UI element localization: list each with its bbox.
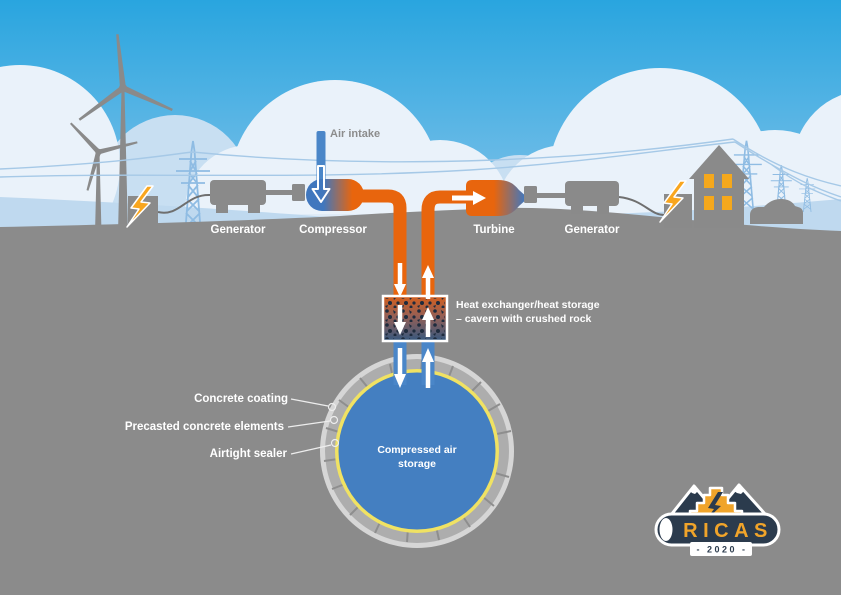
snow-cap-right (734, 485, 744, 494)
flow-arrows (394, 263, 434, 388)
generator-right (524, 181, 619, 214)
logo-lightning-icon (705, 492, 723, 521)
air-intake-label: Air intake (330, 128, 380, 140)
heat-exchanger-label-line2: – cavern with crushed rock (456, 313, 592, 325)
compressor-label: Compressor (299, 224, 367, 236)
logo-tunnel-mouth (659, 518, 673, 541)
generator-right-label: Generator (565, 224, 620, 236)
storage-label-line2: storage (398, 458, 436, 470)
wind-turbine-front (77, 33, 174, 233)
compressor (306, 179, 364, 211)
heat-exchanger (381, 294, 449, 343)
turbine (466, 180, 528, 216)
generator-left (210, 180, 305, 213)
precast-elements-label: Precasted concrete elements (125, 421, 284, 433)
concrete-coating-label: Concrete coating (194, 393, 288, 405)
heat-exchanger-label-line1: Heat exchanger/heat storage (456, 299, 600, 311)
generator-left-label: Generator (211, 224, 266, 236)
turbine-flow-arrow-icon (452, 191, 486, 205)
logo-year-banner (690, 542, 752, 556)
air-intake-arrow-icon (311, 165, 331, 203)
storage-interior (338, 372, 496, 530)
house (689, 145, 749, 228)
storage-label-line1: Compressed air (377, 444, 456, 456)
compressed-air-storage-sphere (320, 354, 514, 548)
car (750, 199, 803, 224)
wind-turbine-rear (68, 121, 138, 233)
turbine-label: Turbine (473, 224, 514, 236)
substation-box-left (128, 196, 158, 230)
airtight-sealer-label: Airtight sealer (210, 448, 288, 460)
logo-name: RICAS (683, 520, 773, 542)
crushed-rock-texture (385, 298, 445, 339)
ricas-logo: RICAS - 2020 - (654, 483, 781, 556)
snow-cap-left (690, 486, 698, 494)
hot-air-pipes (357, 189, 468, 300)
callout-leader-lines (287, 398, 340, 455)
cables (157, 193, 667, 217)
power-lines (0, 138, 841, 202)
house-windows (704, 174, 732, 210)
logo-year: - 2020 - (696, 545, 747, 555)
